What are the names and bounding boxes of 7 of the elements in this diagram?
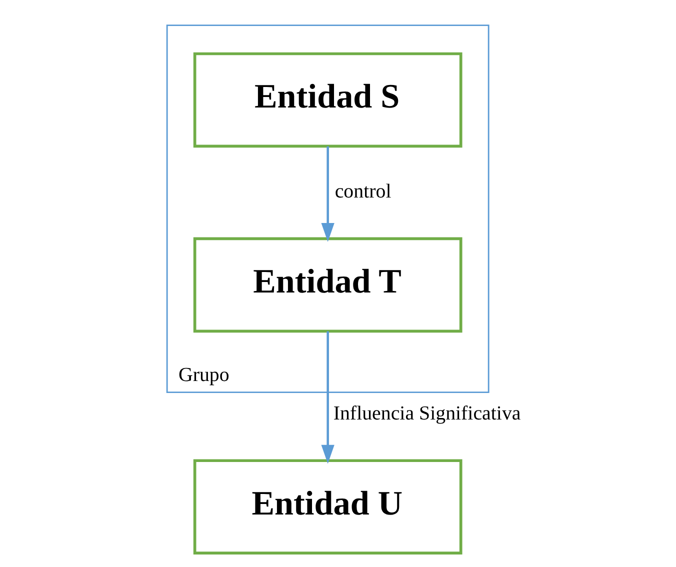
- node-box: Entidad S: [192, 52, 462, 148]
- edge-label: Influencia Significativa: [332, 402, 520, 425]
- node-box: Entidad T: [192, 237, 462, 333]
- edge-label: control: [334, 180, 391, 203]
- arrow: [320, 331, 334, 464]
- arrow: [320, 146, 334, 242]
- node-box: Entidad U: [192, 459, 462, 555]
